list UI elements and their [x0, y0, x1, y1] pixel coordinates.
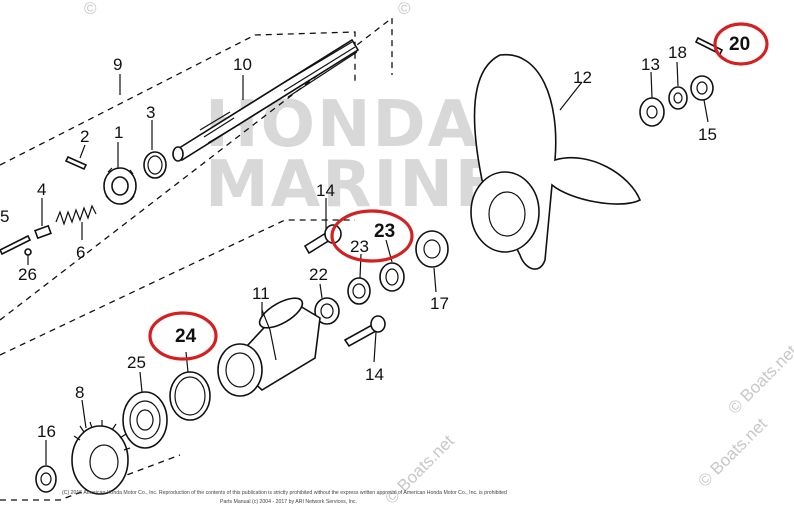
seal-part	[347, 277, 371, 305]
watermark-mark: © Boats.net	[381, 431, 458, 508]
pin-part	[64, 155, 88, 171]
part-number: 10	[233, 55, 252, 74]
part-number: 4	[37, 180, 46, 199]
highlight-circle	[713, 22, 769, 66]
part-number: 15	[698, 125, 717, 144]
part-number: 22	[309, 265, 328, 284]
watermark-line1: HONDA	[205, 88, 479, 162]
frame-line	[0, 16, 393, 321]
spring-part	[55, 204, 97, 226]
watermark-mark: © Boats.net	[724, 341, 794, 418]
part-number: 16	[37, 422, 56, 441]
part-number: 3	[146, 103, 155, 122]
washer-part	[668, 86, 688, 110]
part-number: 12	[573, 68, 592, 87]
part-number: 23	[374, 221, 395, 242]
frame-line	[0, 454, 181, 501]
seal-part	[379, 262, 405, 292]
watermark-line2: MARINE	[205, 148, 501, 222]
part-number: 5	[0, 207, 9, 226]
part-number: 24	[175, 326, 197, 347]
part-number: 8	[75, 383, 84, 402]
part-number: 9	[113, 55, 122, 74]
part-number: 11	[252, 284, 270, 303]
leader-lines	[27, 61, 709, 465]
o-ring-part	[169, 371, 211, 421]
needle-bearing-part	[314, 297, 340, 325]
watermark-mark: © Boats.net	[694, 414, 771, 491]
nut-part	[690, 75, 714, 101]
shaft-part	[172, 38, 360, 162]
copyright-line: (C) 2015 American Honda Motor Co., Inc. …	[62, 490, 507, 496]
thrust-hub-part	[415, 230, 449, 268]
pinion-part	[103, 167, 137, 205]
part-number: 17	[430, 294, 449, 313]
highlight-circle	[148, 311, 218, 361]
part-number: 13	[641, 55, 660, 74]
ring-part	[143, 151, 167, 179]
highlight-circle	[330, 209, 414, 263]
pin-part	[34, 224, 52, 240]
ball-part	[24, 248, 32, 256]
part-number: 2	[80, 127, 89, 146]
part-number: 14	[316, 181, 335, 200]
bevel-gear-part	[71, 420, 131, 495]
copyright-line: Parts Manual (c) 2004 - 2017 by ARI Netw…	[220, 499, 357, 505]
watermark-mark: ©	[398, 0, 411, 18]
watermark-mark: ©	[84, 0, 97, 18]
rod-part	[0, 234, 32, 256]
part-number: 25	[127, 353, 146, 372]
part-number: 20	[729, 34, 750, 55]
part-number: 26	[18, 265, 37, 284]
bearing-housing-part	[217, 297, 321, 397]
washer-part	[35, 465, 57, 493]
part-number: 1	[114, 123, 123, 142]
frame-line	[0, 31, 356, 166]
part-number: 6	[76, 243, 85, 262]
part-number: 14	[365, 365, 384, 384]
ball-bearing-part	[122, 391, 168, 449]
part-number: 18	[668, 43, 687, 62]
spacer-part	[639, 97, 665, 127]
part-number: 23	[350, 237, 369, 256]
propeller-part	[470, 54, 642, 270]
bolt-part	[343, 315, 386, 348]
